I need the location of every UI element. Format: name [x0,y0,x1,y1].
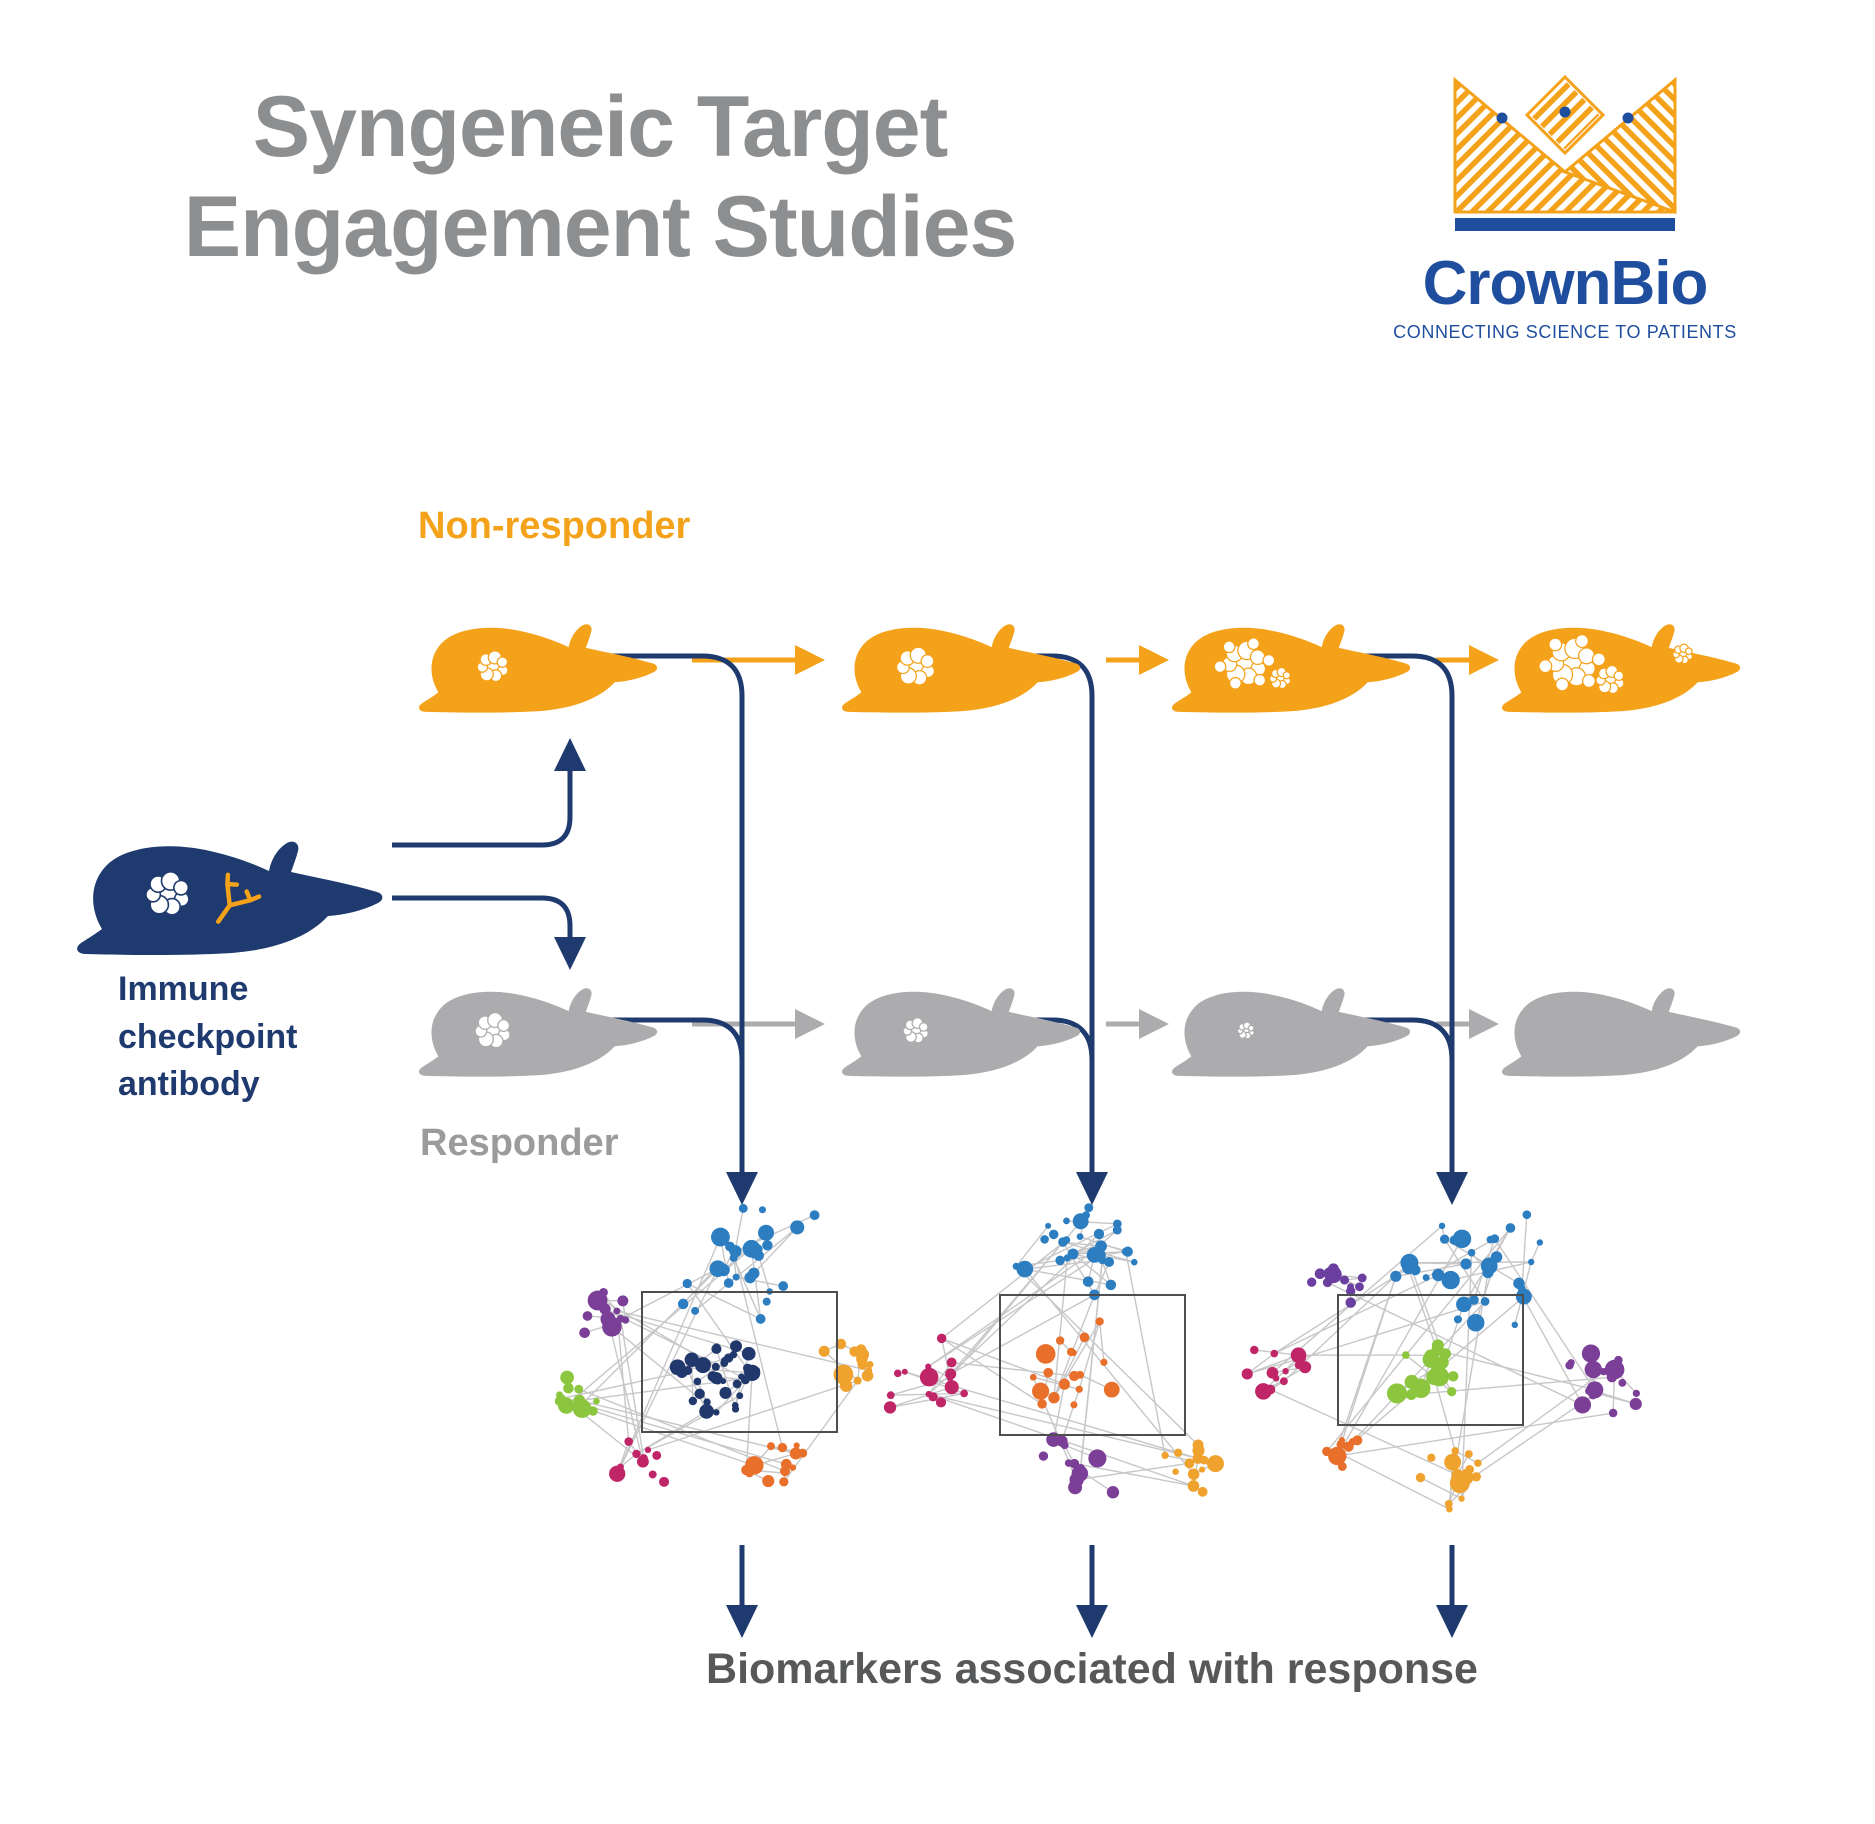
mouse-responder-1 [419,988,658,1077]
mouse-responder-4 [1502,988,1741,1077]
sample-arrow-1-bottom [522,1017,745,1061]
immune-checkpoint-antibody-label: Immune checkpoint antibody [118,970,298,1104]
crownbio-logo-text: CrownBio [1422,249,1709,318]
mouse-non-responder-4 [1502,624,1741,713]
sample-arrow-3-top [1268,653,1469,1205]
result-arrows [726,1545,1469,1638]
crownbio-tagline: CONNECTING SCIENCE TO PATIENTS [1393,322,1737,342]
tumor-icon [1213,637,1292,690]
tumor-icon [1236,1021,1255,1040]
arrow-to-responder [392,895,587,970]
randomization-arrows [392,738,587,970]
sampling-arrows [522,653,1469,1205]
page-title-line2: Engagement Studies [183,178,1018,275]
tumor-icon [896,646,935,686]
tumor-icon [474,1012,511,1049]
biomarkers-caption: Biomarkers associated with response [706,1645,1478,1693]
biomarker-network-timepoint-2 [883,1203,1224,1499]
responder-label: Responder [420,1122,619,1164]
mouse-responder-3 [1172,988,1411,1077]
antibody-icon [215,872,262,924]
tumor-icon [1538,634,1693,695]
biomarker-network-timepoint-1 [554,1203,874,1488]
page-title: Syngeneic Target Engagement Studies [120,78,1080,278]
sample-arrow-3-bottom [1268,1017,1455,1061]
sample-arrow-2-bottom [940,1017,1095,1061]
mouse-non-responder-1 [419,624,658,713]
biomarker-network-timepoint-3 [1241,1210,1642,1513]
sample-arrow-1-top [522,653,759,1205]
mouse-immune-checkpoint [77,841,383,955]
crownbio-crown-icon [1453,73,1677,231]
page-title-line1: Syngeneic Target [252,79,949,175]
tumor-icon [145,871,190,916]
non-responder-label: Non-responder [418,505,691,547]
sample-arrow-2-top [940,653,1109,1205]
arrow-to-nonresponder [392,738,586,848]
tumor-icon [476,650,509,683]
mouse-non-responder-2 [842,624,1081,713]
mouse-non-responder-3 [1172,624,1411,713]
progression-arrows [692,645,1499,1039]
tumor-icon [902,1017,929,1044]
mouse-responder-2 [842,988,1081,1077]
